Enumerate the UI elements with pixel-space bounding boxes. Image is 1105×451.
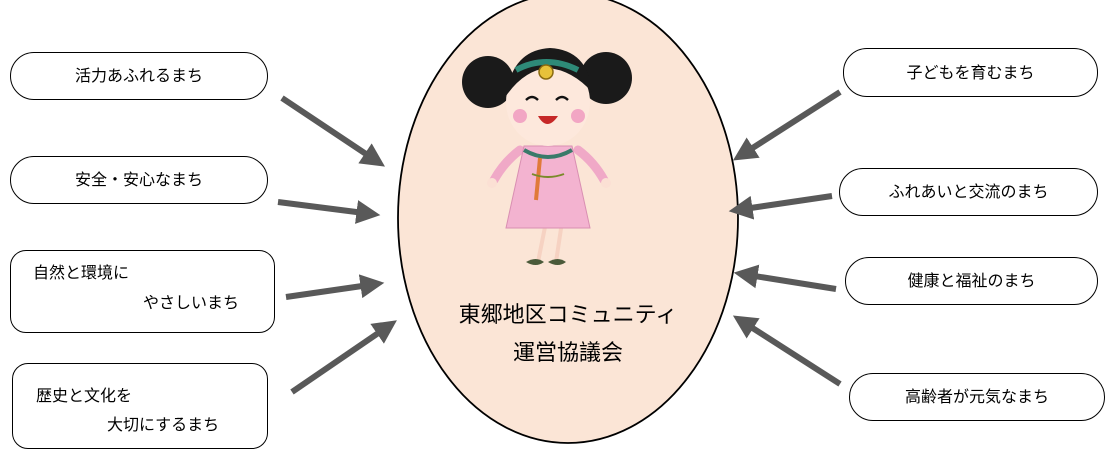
right-item-label-4: 高齢者が元気なまち	[904, 387, 1049, 406]
arrows	[277, 89, 842, 395]
center-title-line2: 運営協議会	[512, 341, 623, 366]
right-item-box-3: 健康と福祉のまち	[845, 257, 1098, 305]
left-item-label-2: 安全・安心なまち	[74, 170, 203, 189]
mascot-character-illustration	[462, 48, 632, 265]
right-item-box-1: 子どもを育むまち	[843, 48, 1098, 97]
arrow-5	[732, 89, 842, 161]
left-item-label-3-line2: やさしいまち	[143, 293, 240, 312]
arrow-6	[728, 193, 833, 220]
left-item-label-1: 活力あふれるまち	[74, 66, 203, 85]
left-item-box-2: 安全・安心なまち	[10, 156, 268, 204]
arrow-2	[277, 199, 381, 224]
left-item-box-1: 活力あふれるまち	[10, 52, 268, 100]
arrow-8	[732, 315, 842, 387]
right-item-box-2: ふれあいと交流のまち	[839, 168, 1098, 216]
arrow-3	[285, 274, 385, 300]
right-item-label-2: ふれあいと交流のまち	[888, 182, 1049, 201]
left-item-label-4-line2: 大切にするまち	[107, 415, 220, 434]
arrow-7	[733, 264, 837, 292]
center-title-line1: 東郷地区コミュニティ	[458, 303, 678, 328]
left-item-box-3: 自然と環境に やさしいまち	[10, 250, 275, 333]
arrow-4	[290, 320, 397, 395]
left-item-label-3-line1: 自然と環境に	[33, 263, 130, 282]
right-item-label-1: 子どもを育むまち	[906, 62, 1035, 82]
left-item-box-4: 歴史と文化を 大切にするまち	[12, 363, 268, 449]
right-item-label-3: 健康と福祉のまち	[907, 271, 1036, 290]
arrow-1	[280, 95, 385, 167]
left-item-label-4-line1: 歴史と文化を	[36, 386, 133, 405]
right-item-box-4: 高齢者が元気なまち	[849, 373, 1105, 421]
